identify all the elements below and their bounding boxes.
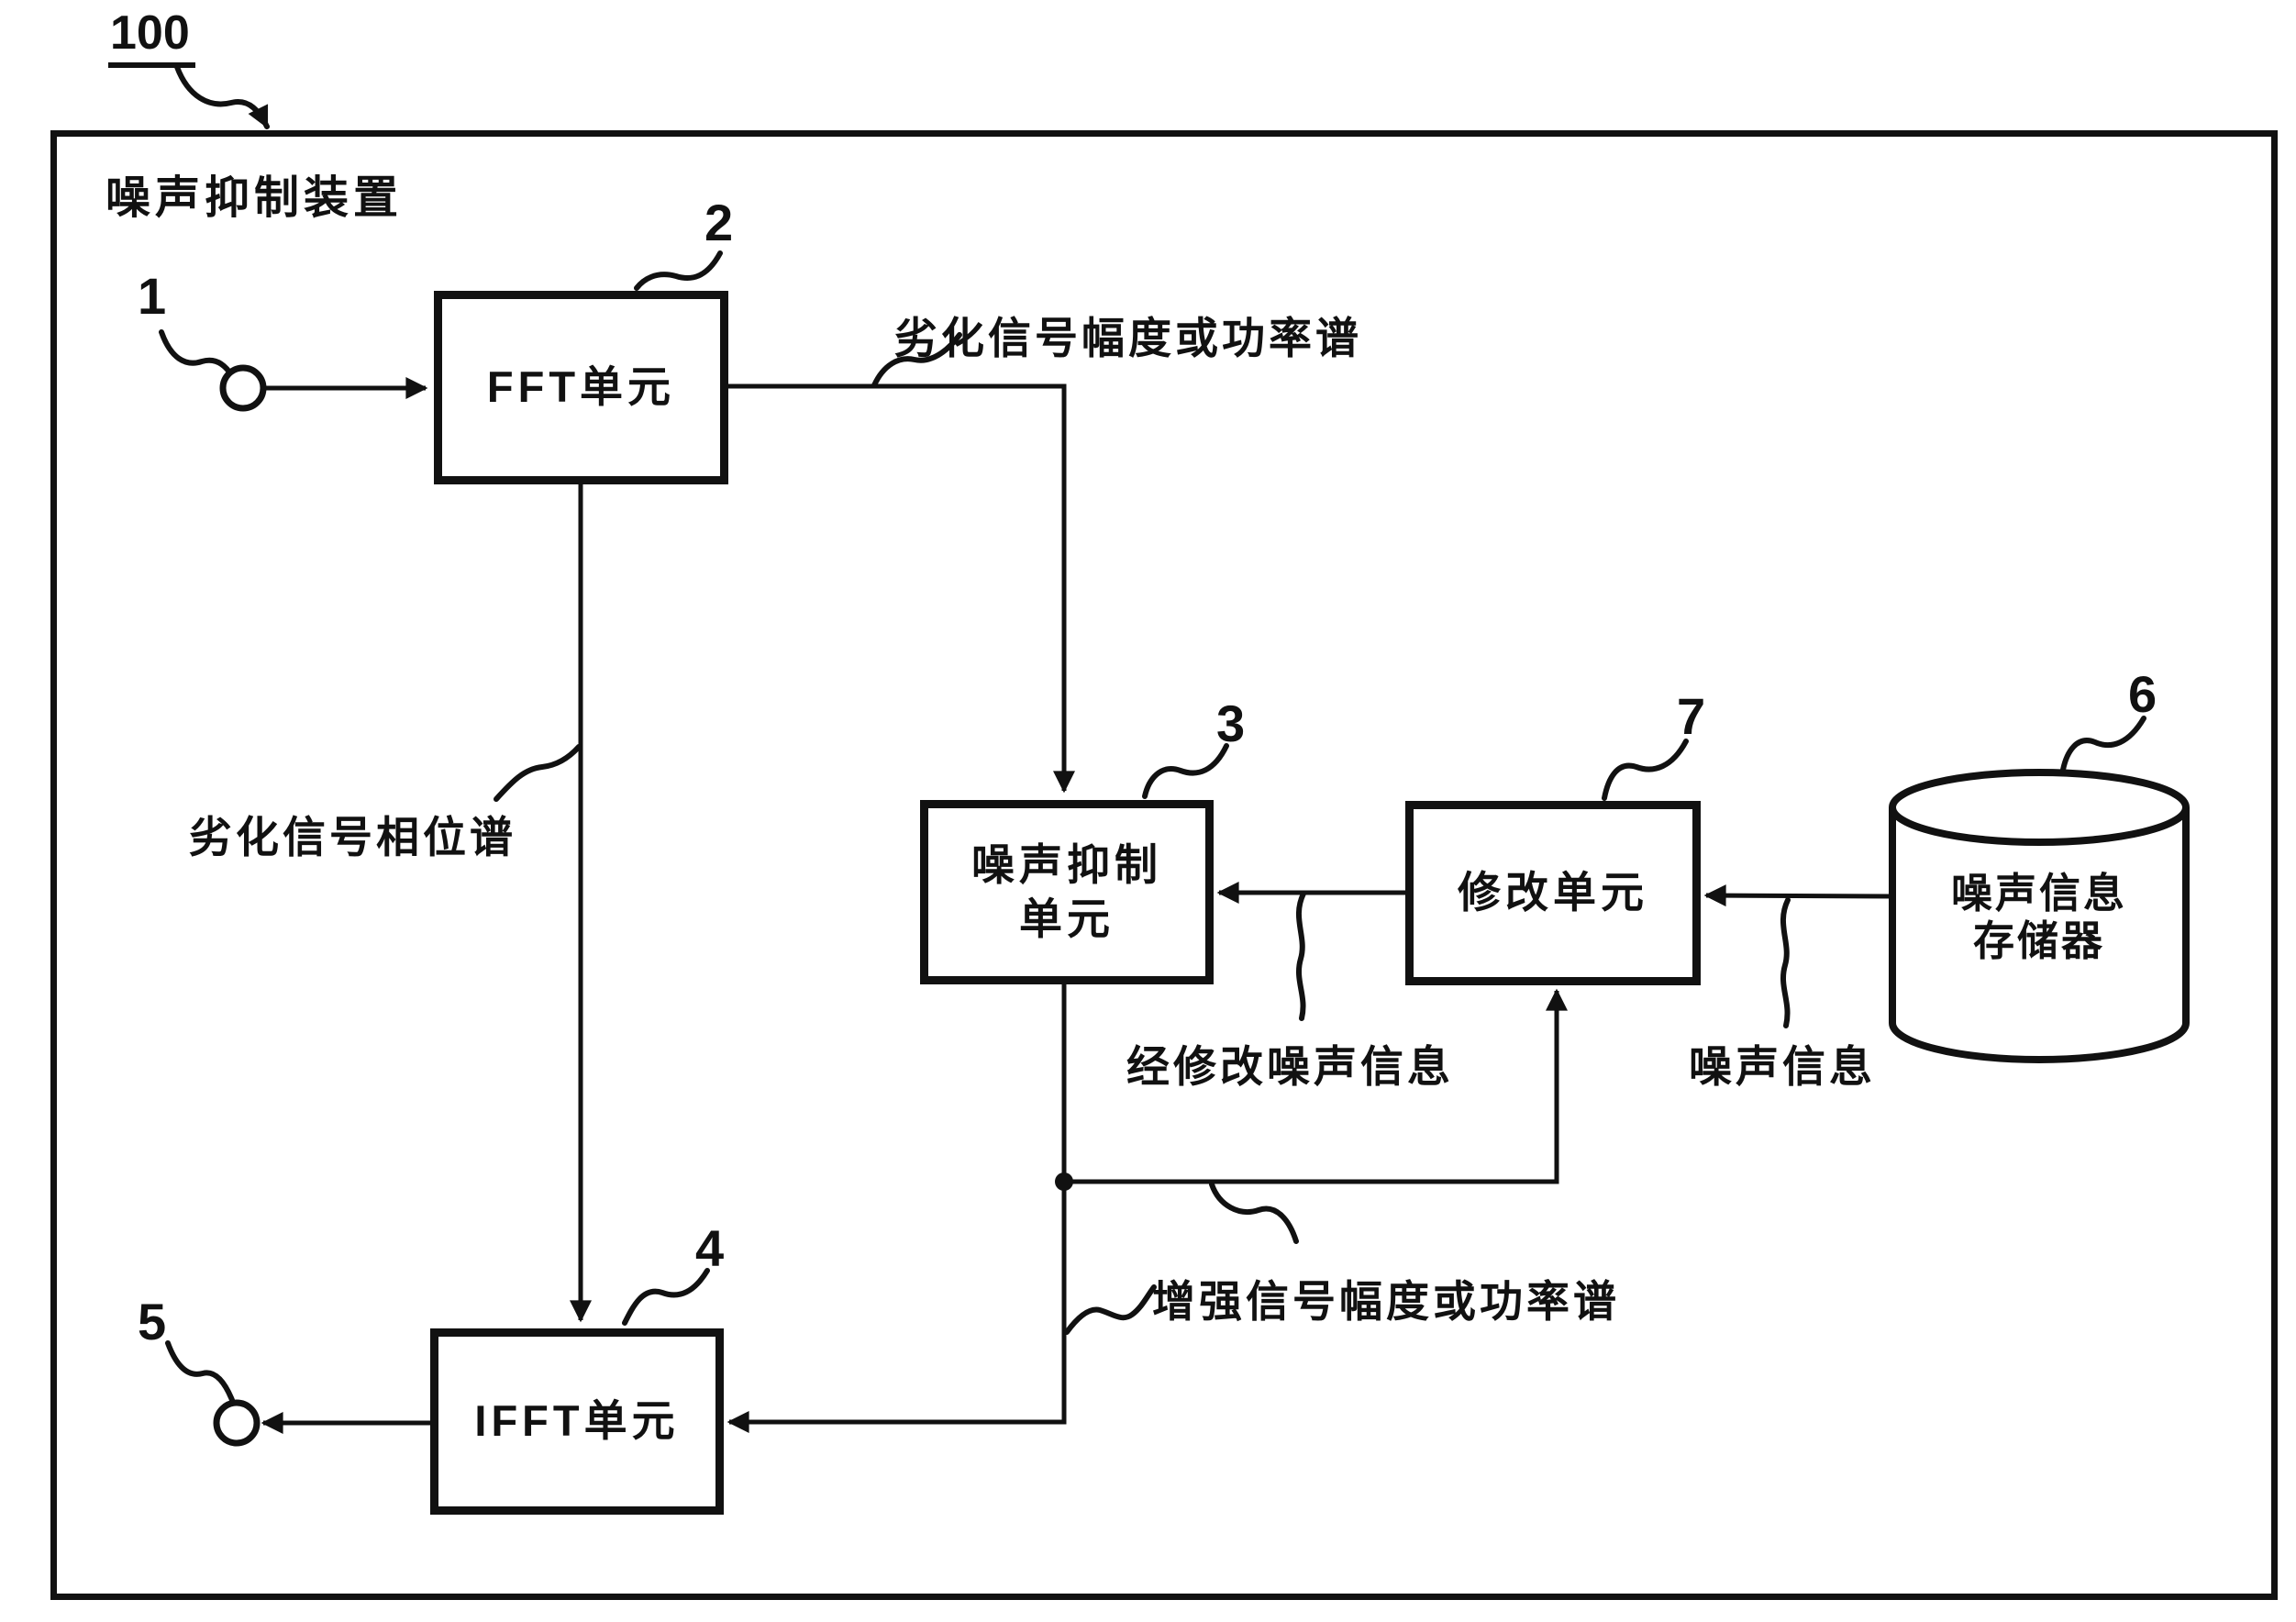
memory-cylinder-label: 噪声信息 存储器 [1892,870,2186,965]
edge-label-modified-noise-info: 经修改噪声信息 [1126,1042,1454,1091]
device-title: 噪声抑制装置 [105,173,404,223]
ifft-unit-label: IFFT单元 [474,1396,680,1446]
edge-label-noise-info: 噪声信息 [1689,1042,1876,1091]
leader-squiggle-enhanced-upper [1209,1182,1299,1244]
input-terminal-circle [219,364,267,412]
noise-suppression-unit-box: 噪声抑制 单元 [920,800,1214,984]
leader-squiggle-4 [622,1268,710,1326]
arrow-fft-to-suppression [727,383,1075,794]
output-terminal-circle [213,1399,261,1447]
leader-squiggle-1 [159,329,235,379]
memory-label-line1: 噪声信息 [1950,870,2127,917]
ref-noise-memory: 6 [2128,665,2159,723]
arrow-memory-to-modification [1703,884,1893,907]
ref-noise-suppression-unit: 3 [1216,694,1248,752]
leader-squiggle-5 [165,1340,235,1403]
modification-unit-box: 修改单元 [1405,801,1701,985]
fft-unit-box: FFT单元 [434,291,728,484]
leader-squiggle-degraded-amplitude [871,332,962,388]
memory-label-line2: 存储器 [1972,917,2105,964]
arrow-enhanced-to-ifft [727,1182,1067,1433]
leader-squiggle-7 [1602,739,1689,801]
leader-squiggle-modified-noise [1295,891,1306,1021]
edge-label-degraded-amplitude: 劣化信号幅度或功率谱 [894,314,1362,362]
device-boundary-box [50,130,2278,1600]
ref-output-terminal: 5 [138,1293,169,1350]
junction-dot [1055,1172,1073,1191]
memory-cylinder-shape [1889,769,2190,1063]
leader-squiggle-100 [174,64,270,129]
ref-modification-unit: 7 [1677,687,1708,745]
leader-squiggle-6 [2060,716,2146,772]
noise-suppression-label-line1: 噪声抑制 [971,839,1162,889]
ref-fft-unit: 2 [704,194,736,251]
fft-unit-label: FFT单元 [486,362,676,412]
ref-ifft-unit: 4 [695,1219,727,1277]
leader-squiggle-2 [634,250,723,291]
ifft-unit-box: IFFT单元 [430,1328,724,1515]
figure-ref-number: 100 [108,6,195,68]
leader-squiggle-3 [1142,743,1229,799]
ref-input-terminal: 1 [138,267,169,325]
leader-squiggle-degraded-phase [494,744,582,802]
edge-label-degraded-phase: 劣化信号相位谱 [189,813,516,861]
modification-unit-label: 修改单元 [1458,868,1648,917]
edge-label-enhanced-amplitude: 增强信号幅度或功率谱 [1152,1277,1620,1326]
noise-suppression-label-line2: 单元 [1019,894,1115,943]
leader-squiggle-noise-info [1780,897,1791,1028]
arrow-feedback-to-modification [1064,988,1568,1184]
leader-squiggle-enhanced-lower [1064,1284,1157,1335]
